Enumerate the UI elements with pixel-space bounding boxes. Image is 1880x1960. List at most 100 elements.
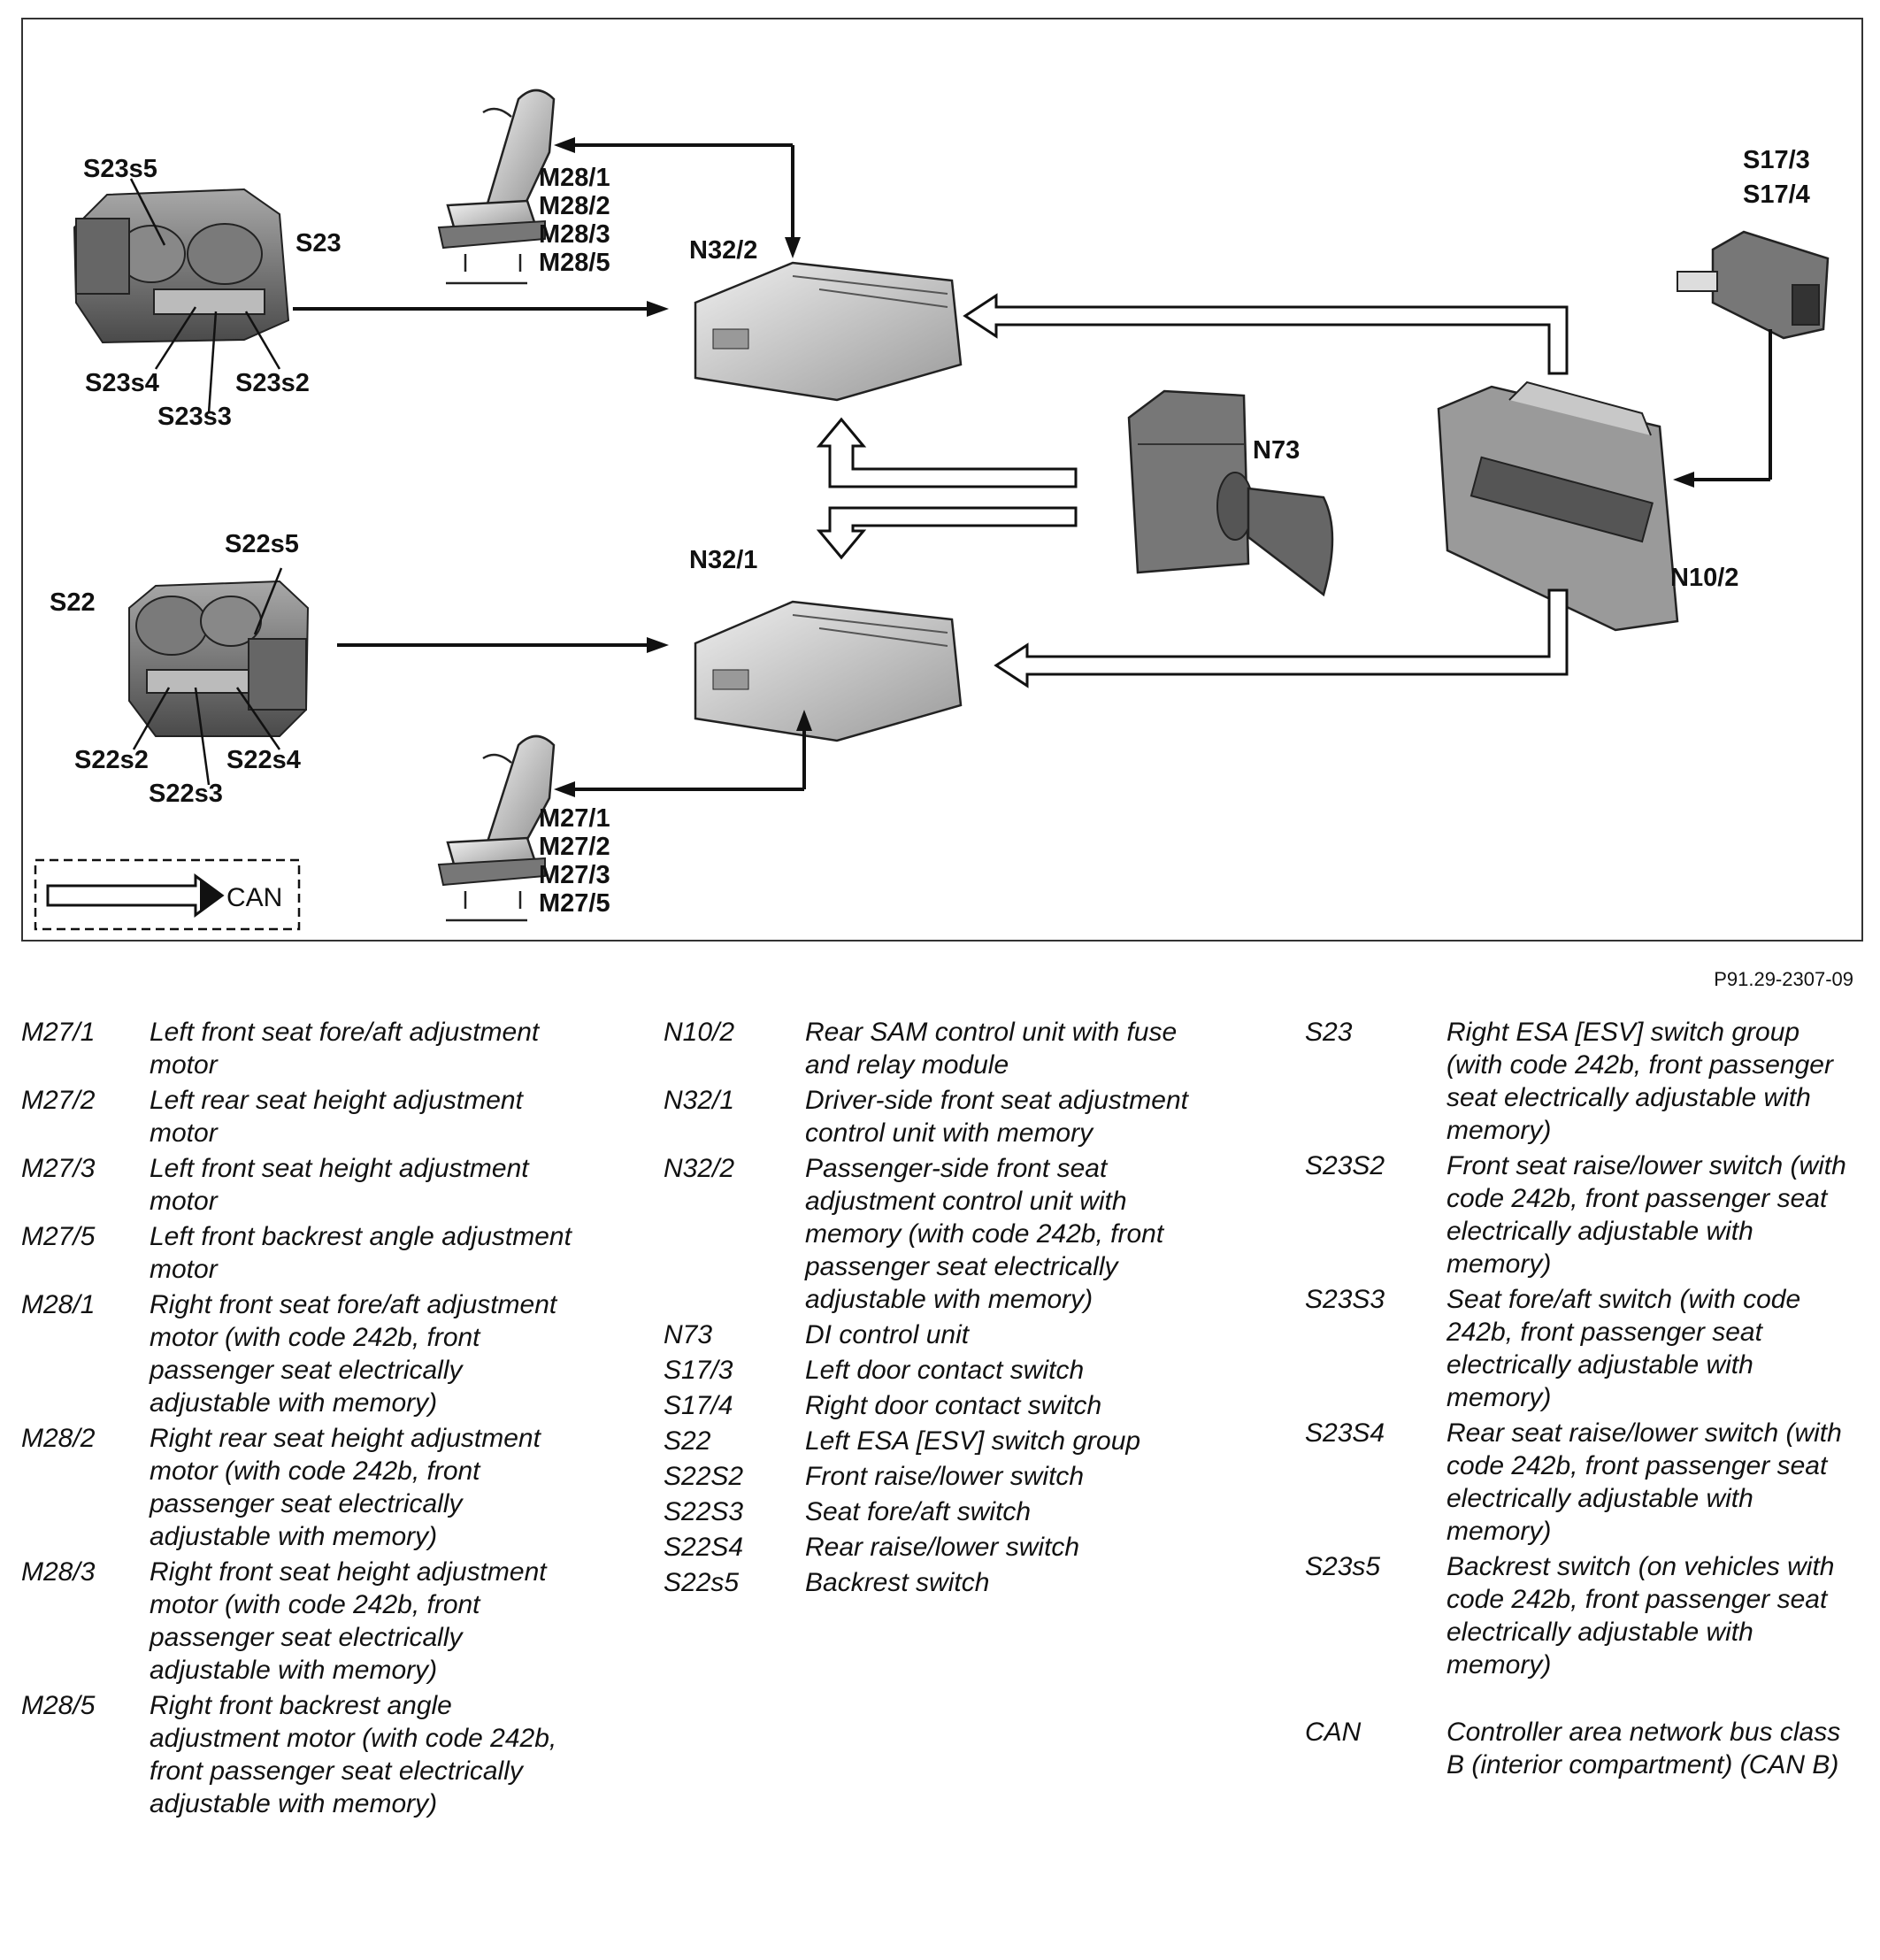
legend-code: S23s5 <box>1305 1552 1381 1581</box>
legend-desc: Right front seat fore/aft adjustment mot… <box>150 1290 557 1418</box>
label-lines-s23 <box>129 178 281 414</box>
legend-code: S23S4 <box>1305 1418 1385 1448</box>
legend-code: S22 <box>664 1426 711 1456</box>
label-s22s5: S22s5 <box>225 530 299 558</box>
legend-desc: Left front backrest angle adjustment mot… <box>150 1222 572 1284</box>
label-m28-1: M28/1 <box>539 164 610 192</box>
label-s23s5: S23s5 <box>83 155 157 183</box>
label-m27-3: M27/3 <box>539 861 610 889</box>
label-m27-1: M27/1 <box>539 804 610 833</box>
legend-desc: Rear SAM control unit with fuse and rela… <box>805 1018 1178 1080</box>
legend-desc: Front seat raise/lower switch (with code… <box>1446 1151 1846 1279</box>
legend-entry: S17/3 Left door contact switch <box>664 1354 1239 1387</box>
legend-code: M27/3 <box>21 1154 96 1183</box>
legend-entry: S22S3 Seat fore/aft switch <box>664 1495 1239 1528</box>
legend-code: S23S2 <box>1305 1151 1385 1180</box>
legend-code: M28/5 <box>21 1691 96 1720</box>
sam-module-n10-2-image <box>1437 380 1679 632</box>
label-n10-2: N10/2 <box>1670 564 1738 592</box>
legend-desc: Driver-side front seat adjustment contro… <box>805 1086 1188 1148</box>
legend-desc: DI control unit <box>805 1320 970 1349</box>
label-n32-2: N32/2 <box>689 236 757 265</box>
legend-code: N73 <box>664 1320 713 1349</box>
legend-code: S22S2 <box>664 1462 744 1491</box>
label-m28-3: M28/3 <box>539 220 610 249</box>
legend-entry: M28/1 Right front seat fore/aft adjustmen… <box>21 1288 587 1419</box>
legend-column-3: S23 Right ESA [ESV] switch group (with co… <box>1305 1016 1871 1784</box>
legend-desc: Seat fore/aft switch <box>805 1497 1032 1526</box>
legend-desc: Right door contact switch <box>805 1391 1102 1420</box>
legend-desc: Right front seat height adjustment motor… <box>150 1557 547 1685</box>
legend-code: N32/2 <box>664 1154 735 1183</box>
legend-code: S22S3 <box>664 1497 744 1526</box>
legend-desc: Rear raise/lower switch <box>805 1533 1080 1562</box>
diagram-labels: S23s5 S23 S23s4 S23s2 S23s3 M28/1 M28/2 … <box>50 146 1810 918</box>
legend-desc: Backrest switch (on vehicles with code 2… <box>1446 1552 1835 1679</box>
can-bus-arrows <box>816 293 1569 688</box>
legend-code: S17/3 <box>664 1356 733 1385</box>
label-m28-5: M28/5 <box>539 249 610 277</box>
legend-desc: Right front backrest angle adjustment mo… <box>150 1691 557 1818</box>
legend-code: N32/1 <box>664 1086 735 1115</box>
switch-group-s22-image <box>128 580 310 737</box>
legend-entry: S23s5 Backrest switch (on vehicles with c… <box>1305 1550 1871 1681</box>
label-s22s3: S22s3 <box>149 780 223 808</box>
legend-entry: S22 Left ESA [ESV] switch group <box>664 1425 1239 1457</box>
control-unit-n32-2-image <box>694 261 963 402</box>
label-s22s2: S22s2 <box>74 746 149 774</box>
legend-desc: Left front seat fore/aft adjustment moto… <box>150 1018 540 1080</box>
legend-spacer <box>1305 1684 1871 1716</box>
label-s22s4: S22s4 <box>226 746 301 774</box>
label-s23s2: S23s2 <box>235 369 310 397</box>
legend-entry: M28/5 Right front backrest angle adjustme… <box>21 1689 587 1820</box>
label-s23s3: S23s3 <box>157 403 232 431</box>
label-n32-1: N32/1 <box>689 546 757 574</box>
legend-desc: Controller area network bus class B (int… <box>1446 1718 1841 1779</box>
label-s23: S23 <box>295 229 341 257</box>
legend-entry: S23 Right ESA [ESV] switch group (with co… <box>1305 1016 1871 1147</box>
can-legend-key: CAN <box>34 858 301 931</box>
label-lines-s22 <box>132 567 283 786</box>
label-s23s4: S23s4 <box>85 369 159 397</box>
wire-arrows <box>293 137 1772 797</box>
legend-code: CAN <box>1305 1718 1362 1747</box>
legend-code: M27/2 <box>21 1086 96 1115</box>
legend-desc: Left front seat height adjustment motor <box>150 1154 529 1216</box>
legend-code: S23 <box>1305 1018 1353 1047</box>
legend-entry-can: CAN Controller area network bus class B (… <box>1305 1716 1871 1781</box>
switch-group-s23-image <box>73 188 290 344</box>
wiring-diagram: CAN S23s5 S23 S23s4 S23s2 S23s3 M28/1 M2… <box>34 88 1830 931</box>
label-m27-5: M27/5 <box>539 889 610 918</box>
can-key-label: CAN <box>226 883 282 912</box>
figure-id: P91.29-2307-09 <box>1714 968 1853 990</box>
control-unit-n32-1-image <box>694 600 963 742</box>
legend-code: S23S3 <box>1305 1285 1385 1314</box>
diagram-frame: CAN S23s5 S23 S23s4 S23s2 S23s3 M28/1 M2… <box>21 18 1863 942</box>
legend-desc: Left ESA [ESV] switch group <box>805 1426 1141 1456</box>
legend-desc: Right ESA [ESV] switch group (with code … <box>1446 1018 1833 1145</box>
legend-entry: N32/1 Driver-side front seat adjustment c… <box>664 1084 1239 1149</box>
door-switch-s17-image <box>1677 230 1830 340</box>
legend-entry: M27/3 Left front seat height adjustment m… <box>21 1152 587 1218</box>
legend-desc: Left door contact switch <box>805 1356 1085 1385</box>
label-n73: N73 <box>1253 436 1300 465</box>
legend-desc: Backrest switch <box>805 1568 990 1597</box>
legend-code: M28/1 <box>21 1290 96 1319</box>
legend-desc: Right rear seat height adjustment motor … <box>150 1424 541 1551</box>
seat-left-image <box>437 734 556 922</box>
ignition-switch-n73-image <box>1127 389 1334 597</box>
label-m27-2: M27/2 <box>539 833 610 861</box>
